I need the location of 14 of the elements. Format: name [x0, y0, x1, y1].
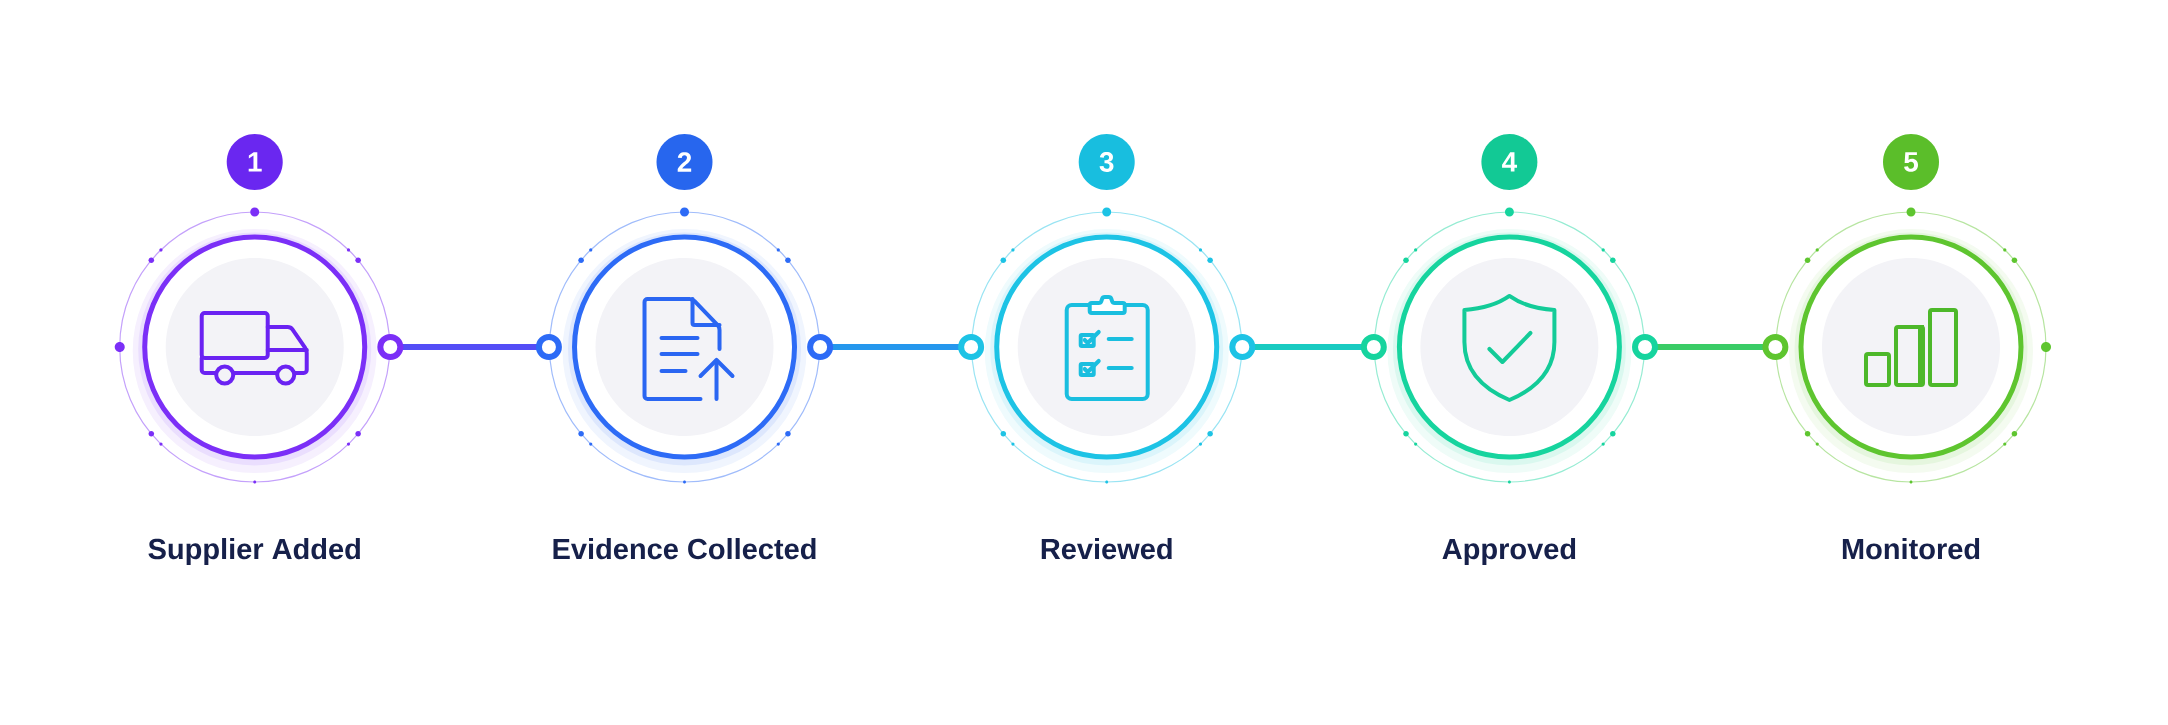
- step-label: Approved: [1442, 537, 1576, 565]
- number-badge: 2: [656, 134, 713, 190]
- number-badge: 3: [1078, 134, 1135, 190]
- number-badge: 5: [1883, 134, 1939, 190]
- connector-line: [1229, 334, 1387, 360]
- number-badge: 1: [226, 134, 283, 190]
- connector-line: [377, 334, 562, 360]
- step-label: Evidence Collected: [553, 537, 816, 560]
- step-label: Reviewed: [1041, 537, 1172, 560]
- connector-line: [807, 334, 985, 360]
- step-label: Supplier Added: [148, 537, 360, 565]
- connector-line: [1632, 334, 1789, 360]
- number-badge: 4: [1481, 134, 1538, 190]
- step-label: Monitored: [1842, 537, 1980, 560]
